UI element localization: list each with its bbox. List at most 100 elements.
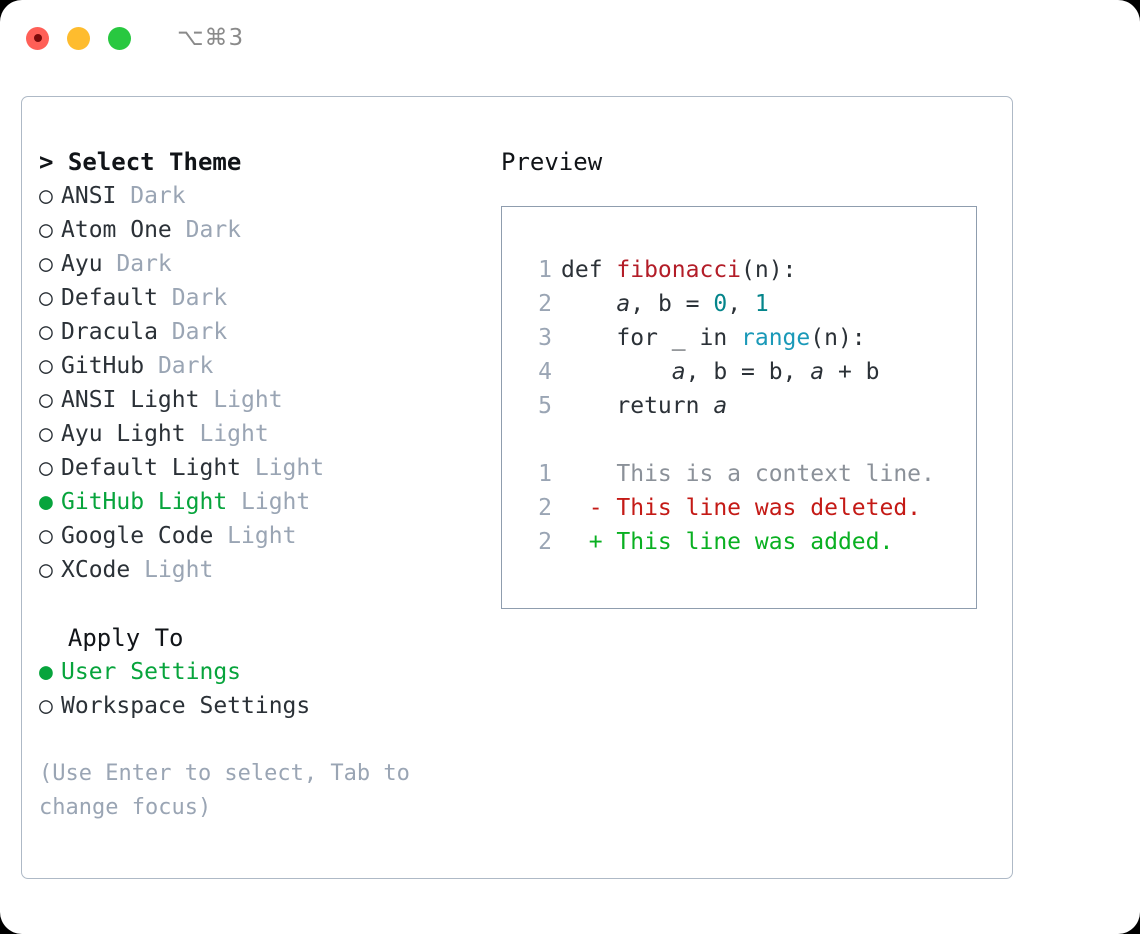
theme-option-11[interactable]: ○XCode Light (39, 553, 489, 587)
radio-unselected-icon: ○ (39, 455, 53, 481)
code-token: , b = b, (685, 359, 811, 385)
code-token: a (810, 359, 825, 385)
radio-unselected-icon: ○ (39, 183, 53, 209)
theme-option-variant-label: Light (199, 387, 283, 413)
code-line: 3 for _ in range(n): (522, 321, 976, 355)
radio-unselected-icon: ○ (39, 285, 53, 311)
line-number: 4 (538, 359, 552, 385)
diff-line: 2 + This line was added. (522, 525, 976, 559)
line-number: 1 (538, 461, 552, 487)
theme-option-variant-label: Light (241, 455, 325, 481)
code-token: a (671, 359, 686, 385)
line-number: 1 (538, 257, 552, 283)
code-line: 1 def fibonacci(n): (522, 253, 976, 287)
window-shortcut-label: ⌥⌘3 (177, 25, 245, 51)
code-token: for _ in (561, 325, 742, 351)
hint-spacer (39, 723, 489, 757)
radio-selected-icon: ● (39, 489, 53, 515)
section-spacer (39, 587, 489, 621)
theme-option-4[interactable]: ○Dracula Dark (39, 315, 489, 349)
theme-option-variant-label: Dark (116, 183, 186, 209)
theme-option-0[interactable]: ○ ANSI Dark (39, 179, 489, 213)
content-panel: > Select Theme ○ANSI Dark○Atom One Dark○… (21, 96, 1013, 879)
code-token: a (616, 291, 631, 317)
theme-option-label: XCode (61, 557, 131, 583)
code-token: , b = (630, 291, 714, 317)
theme-option-label: Ayu (61, 251, 103, 277)
line-number: 2 (538, 495, 552, 521)
diff-preview: 1 This is a context line.2 - This line w… (522, 457, 976, 559)
theme-option-label: Dracula (61, 319, 158, 345)
theme-option-variant-label: Dark (171, 217, 242, 243)
theme-option-variant-label: Light (213, 523, 297, 549)
apply-option-0[interactable]: ● User Settings (39, 655, 489, 689)
theme-option-6[interactable]: ○ ANSI Light Light (39, 383, 489, 417)
theme-option-variant-label: Light (227, 489, 311, 515)
apply-option-1[interactable]: ○ Workspace Settings (39, 689, 489, 723)
theme-option-label: ANSI (61, 183, 117, 209)
close-button[interactable] (26, 26, 49, 50)
diff-text: + This line was added. (561, 529, 894, 555)
code-token (561, 291, 616, 317)
code-token: fibonacci (616, 257, 742, 283)
code-token: 0 (713, 291, 728, 317)
theme-option-1[interactable]: ○Atom One Dark (39, 213, 489, 247)
code-token: return (561, 393, 714, 419)
apply-to-option-list: ● User Settings ○ Workspace Settings (39, 655, 489, 723)
theme-option-3[interactable]: ○ Default Dark (39, 281, 489, 315)
line-number: 2 (538, 529, 552, 555)
radio-unselected-icon: ○ (39, 421, 53, 447)
apply-option-label: Workspace Settings (61, 693, 311, 719)
theme-option-label: Ayu Light (61, 421, 186, 447)
theme-option-label: Default (61, 285, 158, 311)
radio-selected-icon: ● (39, 659, 53, 685)
line-number: 2 (538, 291, 552, 317)
select-theme-header: > Select Theme (39, 148, 242, 176)
theme-option-9[interactable]: ● GitHub Light Light (39, 485, 489, 519)
theme-option-label: Google Code (61, 523, 214, 549)
radio-unselected-icon: ○ (39, 319, 53, 345)
diff-text: - This line was deleted. (561, 495, 922, 521)
theme-option-variant-label: Dark (102, 251, 172, 277)
code-token (561, 359, 672, 385)
traffic-lights (26, 26, 131, 50)
theme-option-label: ANSI Light (61, 387, 200, 413)
radio-unselected-icon: ○ (39, 387, 53, 413)
code-token: , (727, 291, 755, 317)
code-token: (n): (741, 257, 797, 283)
line-number: 3 (538, 325, 552, 351)
radio-unselected-icon: ○ (39, 557, 53, 583)
left-column: > Select Theme ○ANSI Dark○Atom One Dark○… (39, 145, 489, 825)
code-token: + b (824, 359, 880, 385)
maximize-button[interactable] (108, 26, 131, 50)
code-diff-gap (522, 423, 976, 457)
line-number: 5 (538, 393, 552, 419)
code-token: def (561, 257, 617, 283)
title-bar: ⌥⌘3 (0, 0, 1140, 76)
theme-option-label: GitHub Light (61, 489, 228, 515)
theme-option-2[interactable]: ○ Ayu Dark (39, 247, 489, 281)
theme-option-variant-label: Dark (157, 285, 228, 311)
theme-option-label: Atom One (61, 217, 172, 243)
code-token: range (741, 325, 811, 351)
radio-unselected-icon: ○ (39, 251, 53, 277)
theme-option-label: Default Light (61, 455, 242, 481)
theme-option-10[interactable]: ○Google Code Light (39, 519, 489, 553)
minimize-button[interactable] (67, 26, 90, 50)
theme-option-8[interactable]: ○ Default Light Light (39, 451, 489, 485)
preview-title: Preview (501, 148, 603, 176)
keyboard-hint-text: (Use Enter to select, Tab to change focu… (39, 761, 410, 820)
theme-option-variant-label: Light (185, 421, 269, 447)
code-token: a (713, 393, 728, 419)
apply-to-header: Apply To (39, 624, 184, 652)
diff-line: 2 - This line was deleted. (522, 491, 976, 525)
theme-option-5[interactable]: ○GitHub Dark (39, 349, 489, 383)
radio-unselected-icon: ○ (39, 693, 53, 719)
code-token: (n): (810, 325, 866, 351)
theme-option-7[interactable]: ○ Ayu Light Light (39, 417, 489, 451)
apply-option-label: User Settings (61, 659, 242, 685)
